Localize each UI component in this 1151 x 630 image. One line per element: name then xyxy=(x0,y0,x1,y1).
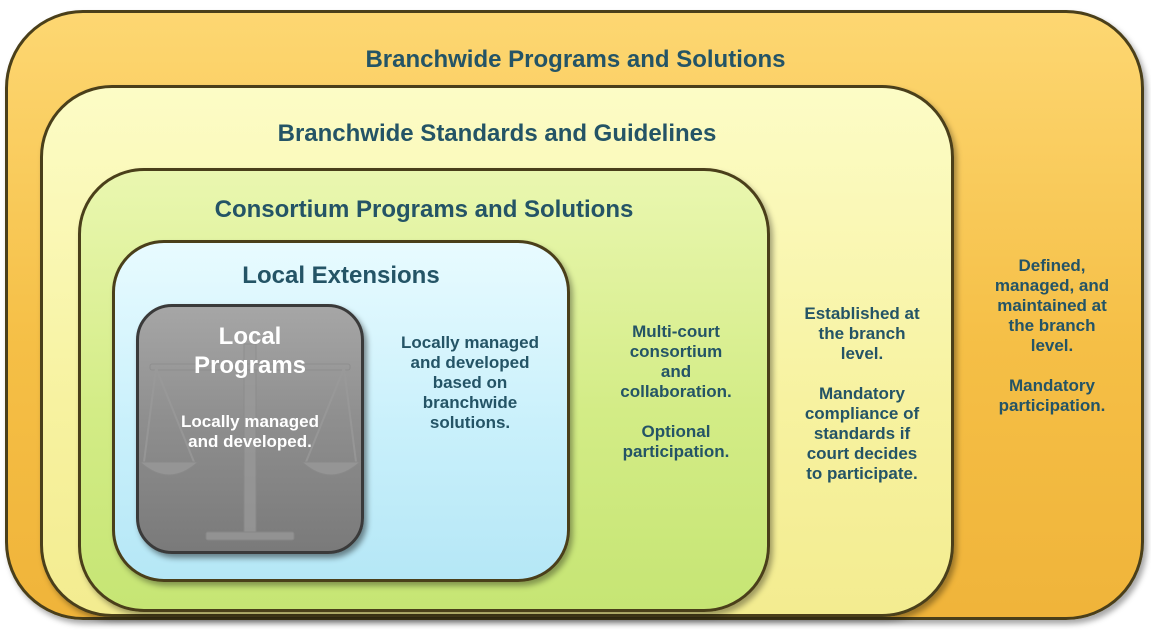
branchwide-programs-description: Defined, managed, and maintained at the … xyxy=(994,256,1110,415)
consortium-programs-title: Consortium Programs and Solutions xyxy=(214,196,634,223)
local-programs-title: Local Programs xyxy=(193,323,307,379)
scales-of-justice-icon xyxy=(138,343,362,541)
local-programs-description: Locally managed and developed. xyxy=(181,412,319,451)
consortium-programs-description: Multi-court consortium and collaboration… xyxy=(620,322,732,461)
local-extensions-title: Local Extensions xyxy=(242,262,440,289)
branchwide-standards-title: Branchwide Standards and Guidelines xyxy=(277,120,717,147)
branchwide-standards-description: Established at the branch level. Mandato… xyxy=(804,304,920,483)
local-extensions-description: Locally managed and developed based on b… xyxy=(401,333,539,432)
branchwide-programs-title: Branchwide Programs and Solutions xyxy=(365,46,786,73)
